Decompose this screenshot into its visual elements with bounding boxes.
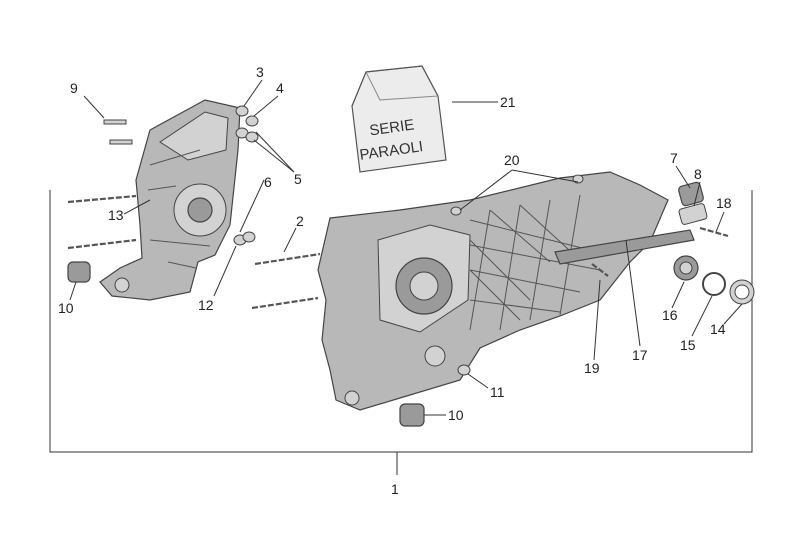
bag-label-line1: SERIE [368, 116, 415, 139]
callout-21: 21 [500, 94, 516, 110]
callout-17: 17 [632, 347, 648, 363]
callout-2: 2 [296, 213, 304, 229]
callout-10-left: 10 [58, 300, 74, 316]
callout-7: 7 [670, 150, 678, 166]
callout-15: 15 [680, 337, 696, 353]
callout-1: 1 [391, 481, 399, 497]
callout-5: 5 [294, 171, 302, 187]
callout-18: 18 [716, 195, 732, 211]
callout-11: 11 [490, 384, 505, 400]
assembly-bracket [49, 190, 753, 475]
callout-6: 6 [264, 174, 272, 190]
right-crankcase-half [317, 171, 669, 411]
left-small-parts [67, 105, 259, 283]
oil-seal-kit-bag: SERIE PARAOLI [351, 65, 447, 173]
right-small-parts [399, 174, 755, 427]
callout-9: 9 [70, 80, 78, 96]
callout-4: 4 [276, 80, 284, 96]
callout-14: 14 [710, 321, 726, 337]
callout-13: 13 [108, 207, 124, 223]
callout-12: 12 [198, 297, 214, 313]
leader-lines [69, 79, 743, 416]
callout-20: 20 [504, 152, 520, 168]
stud-rods [67, 194, 321, 310]
callout-8: 8 [694, 166, 702, 182]
callout-3: 3 [256, 64, 264, 80]
callout-19: 19 [584, 360, 600, 376]
callout-numbers: 1 2 3 4 5 6 7 8 9 10 10 11 12 13 14 15 1… [58, 64, 732, 497]
left-crankcase-half [99, 99, 241, 301]
callout-16: 16 [662, 307, 678, 323]
callout-10-right: 10 [448, 407, 464, 423]
